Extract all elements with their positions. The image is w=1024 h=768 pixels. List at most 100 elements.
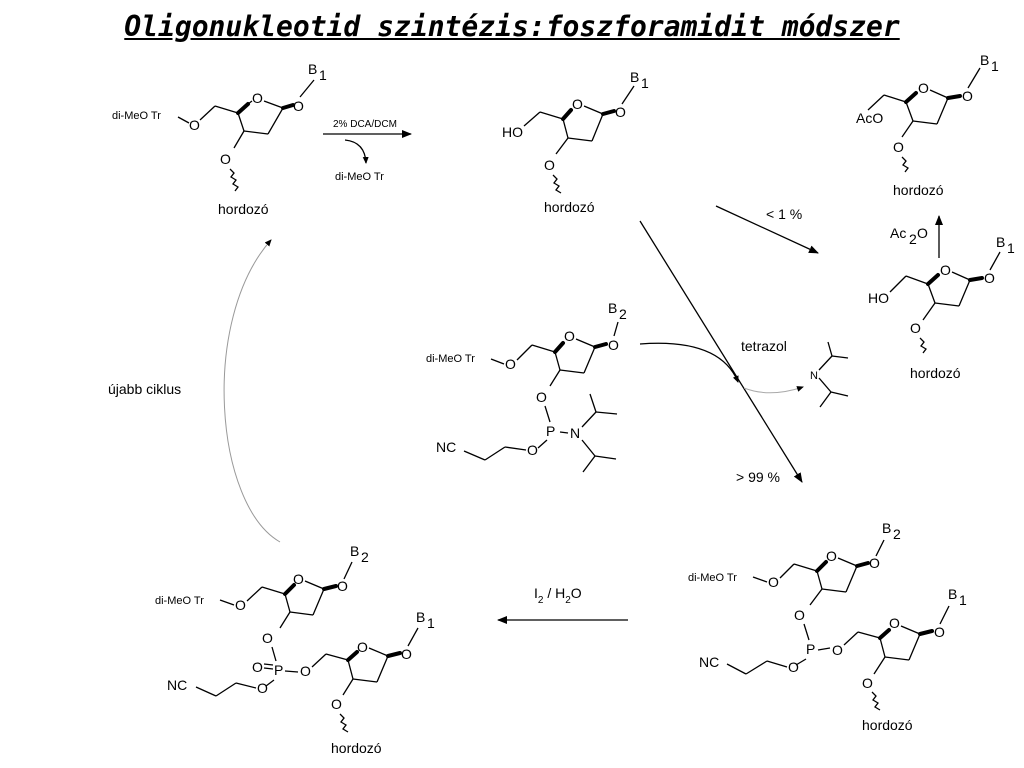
ring-o-label: O [826,548,837,564]
base-b-o-label: O [401,646,412,662]
base-label: B [882,520,891,536]
diisopropylamine: N [810,341,849,408]
base-b-num: 1 [427,615,435,631]
ring-o-b-label: O [889,615,900,631]
base-b-num: 1 [959,592,967,608]
phosphate-dimer: di-MeO Tr O O O B 2 O P O O O O B 1 [155,543,435,756]
unreacted-nucleoside: HO O O B 1 O hordozó [868,234,1015,381]
capping-o: O [917,225,928,241]
dmtr-label: di-MeO Tr [426,353,475,365]
base-num: 1 [319,67,327,83]
base-b-label: B [948,586,957,602]
o3-label: O [262,630,273,646]
ox-h-sub: 2 [565,595,571,606]
aco-label: AcO [856,110,883,126]
capping-ac: Ac [890,225,906,241]
nc-label: NC [436,439,456,455]
p-label: P [274,662,283,678]
ring-o-label: O [918,80,929,96]
ho-label: HO [868,290,889,306]
base-num: 1 [991,58,999,74]
support-label: hordozó [893,182,944,198]
o-cne-label: O [788,659,799,675]
activator-label: tetrazol [741,338,787,354]
base-o-label: O [337,578,348,594]
base-label: B [980,52,989,68]
support-label: hordozó [910,365,961,381]
dmtr-label: di-MeO Tr [112,110,161,122]
ring-o-label: O [293,571,304,587]
base-o-label: O [962,88,973,104]
support-label: hordozó [862,717,913,733]
o-cne-label: O [257,680,268,696]
svg-text:I2 / H2O: I2 / H2O [534,585,582,606]
ring-o-label: O [572,96,583,112]
p-label: P [806,641,815,657]
o3-label: O [220,151,231,167]
phosphite-dimer: di-MeO Tr O O O B 2 O P O O O B 1 [688,520,967,733]
base-num: 1 [1007,240,1015,256]
ox-o: O [571,585,582,601]
o5-label: O [768,574,779,590]
base-label: B [350,543,359,559]
base-o-label: O [615,104,626,120]
ox-i-sub: 2 [538,595,544,606]
base-o-label: O [608,337,619,353]
o3-label: O [893,139,904,155]
o3-label: O [544,157,555,173]
o5b-label: O [300,663,311,679]
base-label: B [308,61,317,77]
o5-label: O [189,117,200,133]
start-nucleoside: di-MeO Tr O O O B 1 O hordozó [112,61,327,217]
coupling-pct: > 99 % [736,469,780,485]
o3-label: O [536,389,547,405]
ring-o-label: O [564,328,575,344]
o3-label: O [794,607,805,623]
base-o-label: O [984,270,995,286]
o5b-label: O [832,642,843,658]
ho-label: HO [502,124,523,140]
detritylated-nucleoside: HO O O B 1 O hordozó [502,69,649,215]
detrit-reagent: 2% DCA/DCM [333,119,397,130]
ox-i: I [534,585,538,601]
ring-o-label: O [940,262,951,278]
o3b-label: O [862,675,873,691]
o3b-label: O [331,696,342,712]
dmtr-label: di-MeO Tr [688,572,737,584]
fail-pct: < 1 % [766,206,802,222]
base-b-label: B [416,609,425,625]
base-b-o-label: O [934,624,945,640]
dmtr-label: di-MeO Tr [155,595,204,607]
n-label: N [570,425,580,441]
support-label: hordozó [331,740,382,756]
capping-sub: 2 [909,231,917,247]
base-label: B [608,300,617,316]
base-num: 2 [619,306,627,322]
support-label: hordozó [218,201,269,217]
p-label: P [546,423,555,439]
base-label: B [630,69,639,85]
oxo-label: O [252,659,263,675]
cycle-label: újabb ciklus [108,381,181,397]
nc-label: NC [167,677,187,693]
amine-n: N [810,370,818,382]
o5-label: O [505,356,516,372]
detrit-byproduct: di-MeO Tr [335,171,384,183]
o-cne-label: O [527,442,538,458]
o5-label: O [235,597,246,613]
ring-o-b-label: O [357,639,368,655]
ox-sep: / H [543,585,565,601]
base-num: 2 [361,549,369,565]
ring-o-label: O [252,90,263,106]
phosphoramidite-monomer: di-MeO Tr O O O B 2 O P N O NC [426,300,627,473]
base-o-label: O [293,98,304,114]
base-num: 1 [641,75,649,91]
o3-label: O [910,320,921,336]
support-label: hordozó [544,199,595,215]
base-num: 2 [893,526,901,542]
base-label: B [996,234,1005,250]
page-title: Oligonukleotid szintézis:foszforamidit m… [124,10,900,43]
base-o-label: O [869,555,880,571]
nc-label: NC [699,654,719,670]
